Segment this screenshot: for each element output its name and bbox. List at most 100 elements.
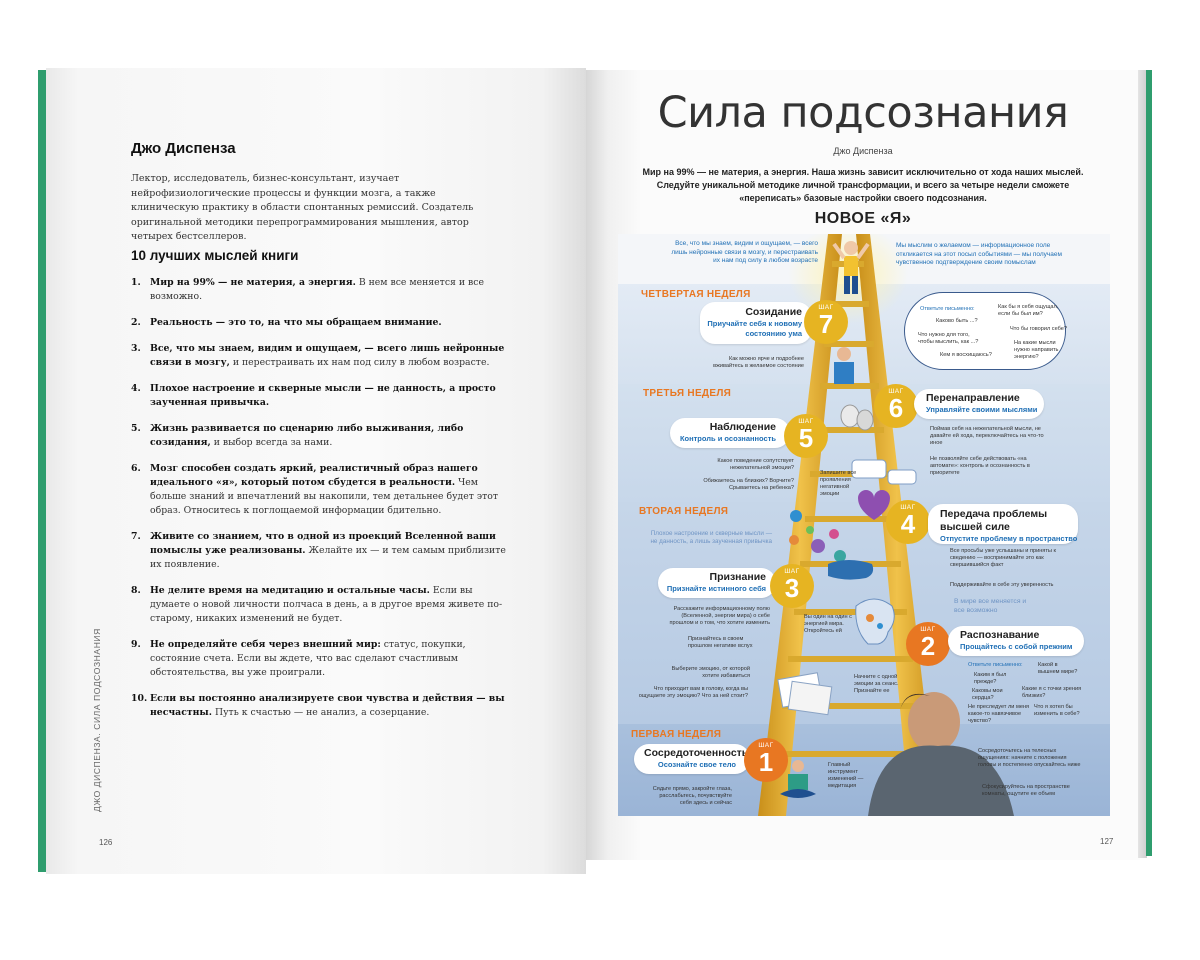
step-1-badge: ШАГ 1 [744,738,788,782]
step-6-subtitle: Управляйте своими мыслями [926,405,1038,414]
cloud-question-4: Что бы говорил себе? [1010,326,1067,332]
step-2-badge: ШАГ 2 [906,622,950,666]
step-2-note-a: Выберите эмоцию, от которой хотите избав… [671,666,750,679]
step-2-ask-title: Ответьте письменно: [968,662,1023,668]
step-2-subtitle: Прощайтесь с собой прежним [960,642,1073,651]
cloud-question-6: На какие мысли нужно направить энергию? [1014,340,1059,360]
step-5-title: Наблюдение [709,421,776,433]
step-1-word: ШАГ [758,742,774,749]
thought-rest-text: Чем больше знаний и впечатлений вы накоп… [150,477,498,516]
hand-illustration [828,560,874,580]
step-7-note: Как можно ярче и подробнее вживайтесь в … [713,356,804,369]
color-bubbles [789,510,846,562]
step-2-q5: Не преследует ли меня какое-то навязчиво… [968,704,1030,724]
cover-edge-left [38,70,46,872]
step-7-subtitle: Приучайте себя к новому состоянию ума [707,319,802,338]
step-7-title: Созидание [745,306,802,318]
step-5-note-b: Обижаетесь на близких? Ворчите? Срываете… [703,478,794,491]
step-5-subtitle: Контроль и осознанность [679,434,776,443]
thoughts-title: 10 лучших мыслей книги [131,248,299,263]
step-2-q6: Что я хотел бы изменить в себе? [1034,704,1080,717]
step-3-note-b: Признайтесь в своем прошлом негативе всл… [688,636,753,649]
step-3-word: ШАГ [784,568,800,575]
thought-item: 10.Если вы постоянно анализируете свои ч… [131,692,511,720]
week-4-label: ЧЕТВЕРТАЯ НЕДЕЛЯ [641,289,751,300]
step-4-number: 4 [900,509,916,539]
infographic-title: Сила подсознания [657,88,1069,138]
step-2-card: Распознавание Прощайтесь с собой прежним [948,626,1084,656]
step-6-title: Перенаправление [926,392,1020,404]
step-2-word: ШАГ [920,626,936,633]
note-top-left: Все, что мы знаем, видим и ощущаем, — вс… [671,240,818,264]
thought-item: 3. Все, что мы знаем, видим и ощущаем, — … [131,342,511,370]
cloud-question-1: Каково быть ...? [936,318,978,324]
meditating-person [780,760,816,798]
infographic: Все, что мы знаем, видим и ощущаем, — вс… [618,234,1110,816]
step-4-word: ШАГ [900,504,916,511]
thought-number: 4. [131,383,141,394]
infographic-heading: НОВОЕ «Я» [814,210,912,227]
step-6-badge: ШАГ 6 [874,384,918,428]
step-4-title: Передача проблемы высшей силе [940,508,1048,533]
thought-item: 7.Живите со знанием, что в одной из прое… [131,530,511,572]
step-3-title: Признание [709,571,766,583]
step-2-note-b: Что приходит вам в голову, когда вы ощущ… [638,686,748,699]
thought-item: 1.Мир на 99% — не материя, а энергия. В … [131,276,511,304]
step-3-subtitle: Признайте истинного себя [666,584,766,593]
thought-number: 9. [131,639,141,650]
thought-bold-text: Реальность — это то, на что мы обращаем … [150,317,442,328]
thought-item: 5.Жизнь развивается по сценарию либо выж… [131,422,511,450]
step-1-note-d: Сфокусируйтесь на пространстве комнаты, … [982,784,1070,797]
step-4-note-b: Поддерживайте в себе эту уверенность [950,582,1054,588]
step-4-card: Передача проблемы высшей силе Отпустите … [928,504,1078,544]
step-4-left-note: Плохое настроение и скверные мысли — не … [650,530,772,545]
step-7-badge: ШАГ 7 [804,300,848,344]
step-5-badge: ШАГ 5 [784,414,828,458]
step-2-note-mid: Начните с одной эмоции за сеанс. Признай… [854,674,899,694]
step-2-title: Распознавание [960,629,1040,641]
thought-rest-text: статус, покупки, состояние счета. Если в… [150,639,466,678]
step-7-number: 7 [818,309,834,339]
jumping-figure [832,241,870,294]
step-6-note-b: Не позволяйте себе действовать «на автом… [930,456,1030,476]
man-back-view [868,692,1014,816]
step-7-word: ШАГ [818,304,834,311]
step-6-number: 6 [888,393,904,423]
thought-number: 2. [131,317,141,328]
step-3-badge: ШАГ 3 [770,564,814,608]
thought-item: 4. Плохое настроение и скверные мысли — н… [131,382,511,410]
thought-bold-text: Плохое настроение и скверные мысли — не … [150,383,496,408]
thought-number: 3. [131,343,141,354]
week-3-label: ТРЕТЬЯ НЕДЕЛЯ [643,388,732,399]
thought-rest-text: и выбор всегда за нами. [213,437,333,448]
step-1-title: Сосредоточенность [644,747,749,759]
step-2-q1: Каким я был прежде? [974,672,1007,685]
thought-number: 1. [131,277,141,288]
theatre-masks [840,404,874,431]
left-page [46,68,586,874]
step-1-note-c: Сосредоточьтесь на телесных ощущениях: н… [978,748,1081,768]
infographic-subtitle: Джо Диспенза [833,146,893,156]
papers-illustration [777,672,833,716]
cloud-question-3: Что нужно для того, чтобы мыслить, как .… [918,332,979,345]
step-1-note-b: Главный инструмент изменений — медитация [828,762,864,789]
thought-item: 6.Мозг способен создать яркий, реалистич… [131,462,511,518]
thought-bold-text: Мир на 99% — не материя, а энергия. [150,277,356,288]
step-2-q2: Какой в вышнем мире? [1038,662,1078,675]
cover-edge-right [1146,70,1152,856]
thought-bold-text: Все, что мы знаем, видим и ощущаем, — вс… [150,343,505,368]
step-2-number: 2 [920,631,936,661]
thought-rest-text: Если вы думаете о новой личности полчаса… [150,585,503,624]
step-3-card: Признание Признайте истинного себя [658,568,776,598]
step-2-q3: Каковы мои сердца? [972,688,1003,701]
week-1-label: ПЕРВАЯ НЕДЕЛЯ [631,729,722,740]
page-number-right: 127 [1100,837,1114,846]
thought-number: 6. [131,463,141,474]
thought-bold-text: Не определяйте себя через внешний мир: [150,639,381,650]
author-name: Джо Диспенза [131,140,236,157]
step-2-q4: Какие я с точки зрения близких? [1022,686,1082,699]
author-bio: Лектор, исследователь, бизнес-консультан… [131,173,474,242]
step-5-card: Наблюдение Контроль и осознанность [670,418,790,448]
step-6-card: Перенаправление Управляйте своими мыслям… [914,389,1044,419]
infographic-intro: Мир на 99% — не материя, а энергия. Наша… [642,167,1084,203]
